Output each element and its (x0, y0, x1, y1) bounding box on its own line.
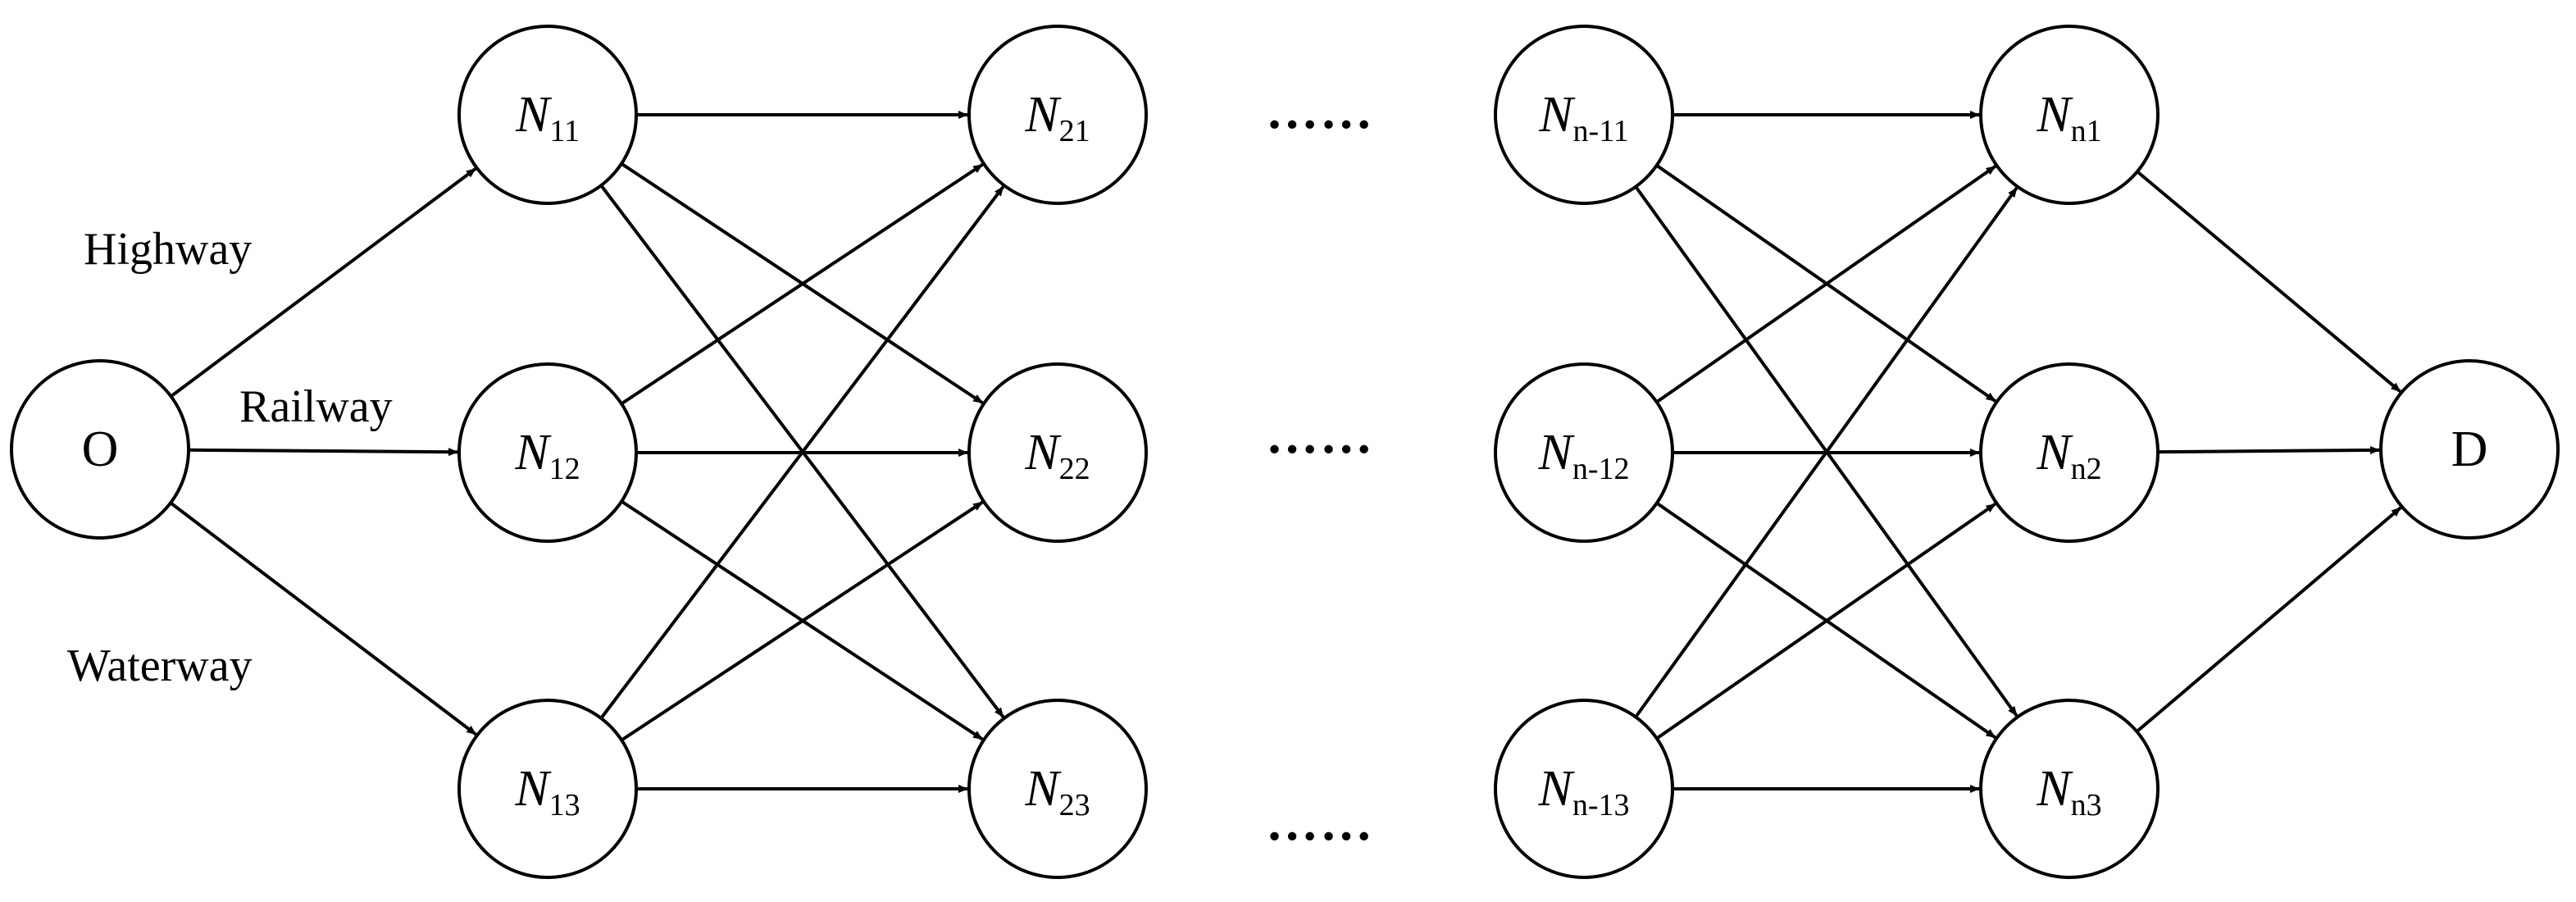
railway-label: Railway (239, 381, 393, 432)
edge-nn-12-to-nn1 (1655, 165, 1996, 403)
edge-nn2-to-d (2157, 445, 2381, 454)
edge-nn1-to-d (2136, 170, 2401, 393)
node-label-subscript: n-12 (1572, 452, 1630, 486)
node-nn-12: Nn-12 (1494, 362, 1674, 543)
nodes-layer: ON11N12N13N21N22N23Nn-11Nn-12Nn-13Nn1Nn2… (10, 25, 2560, 879)
node-circle (1979, 362, 2160, 543)
node-label: N23 (1024, 761, 1090, 822)
node-circle (1494, 699, 1674, 879)
node-label-subscript: n-11 (1573, 114, 1629, 148)
ellipsis-bottom: …… (1266, 793, 1374, 851)
node-label-main: O (82, 421, 119, 477)
node-label-subscript: 12 (549, 452, 580, 486)
edge-n13-to-n22 (621, 500, 984, 742)
node-label: O (82, 421, 119, 477)
node-label: D (2451, 421, 2488, 477)
node-label-subscript: 11 (549, 114, 580, 148)
edge-nn3-to-d (2136, 506, 2402, 733)
node-circle (1494, 362, 1674, 543)
node-label-subscript: 22 (1059, 452, 1090, 486)
node-circle (2379, 359, 2560, 540)
node-nn3: Nn3 (1979, 699, 2160, 879)
node-label-subscript: 21 (1059, 114, 1090, 148)
node-circle (1979, 699, 2160, 879)
node-label-subscript: 23 (1059, 788, 1090, 822)
node-n11: N11 (457, 25, 638, 205)
node-label-main: N (2036, 87, 2073, 143)
node-circle (967, 362, 1148, 543)
node-label: N13 (514, 761, 580, 822)
edge-n13-to-n21 (599, 185, 1005, 720)
node-label-subscript: n2 (2071, 452, 2102, 486)
node-nn-11: Nn-11 (1494, 25, 1674, 205)
node-circle (1494, 25, 1674, 205)
node-label-main: N (515, 87, 553, 143)
node-label: Nn-12 (1537, 425, 1629, 486)
node-label: N11 (515, 87, 580, 148)
ellipsis-top: …… (1266, 81, 1374, 139)
node-label: N21 (1024, 87, 1090, 148)
node-label: N22 (1024, 425, 1090, 486)
node-n13: N13 (457, 699, 638, 879)
node-label-main: N (1537, 761, 1575, 817)
node-circle (457, 362, 638, 543)
node-label-main: N (1024, 425, 1062, 481)
edge-o-to-n12 (188, 448, 459, 457)
node-label-main: N (2036, 425, 2073, 481)
waterway-label: Waterway (67, 640, 253, 691)
node-label-main: N (2036, 761, 2073, 817)
node-n23: N23 (967, 699, 1148, 879)
ellipsis-middle: …… (1266, 406, 1374, 464)
node-o: O (10, 359, 190, 540)
node-n22: N22 (967, 362, 1148, 543)
node-nn-13: Nn-13 (1494, 699, 1674, 879)
node-label-main: N (1537, 425, 1575, 481)
edge-n12-to-n21 (620, 163, 984, 406)
node-circle (967, 699, 1148, 879)
node-label-main: N (1024, 761, 1062, 817)
node-label: Nn3 (2036, 761, 2101, 822)
node-label: Nn-13 (1537, 761, 1629, 822)
edge-nn-13-to-nn2 (1655, 502, 1996, 740)
node-label-subscript: n-13 (1572, 788, 1630, 822)
node-circle (457, 25, 638, 205)
node-label: Nn-11 (1538, 87, 1629, 148)
node-label: Nn1 (2036, 87, 2101, 148)
node-label: Nn2 (2036, 425, 2101, 486)
highway-label: Highway (84, 224, 252, 275)
node-label-subscript: 13 (549, 788, 580, 822)
node-circle (1979, 25, 2160, 205)
node-d: D (2379, 359, 2560, 540)
node-label-main: D (2451, 421, 2488, 477)
node-label-subscript: n3 (2071, 788, 2102, 822)
node-circle (457, 699, 638, 879)
node-nn2: Nn2 (1979, 362, 2160, 543)
node-circle (10, 359, 190, 540)
node-label: N12 (514, 425, 580, 486)
node-n21: N21 (967, 25, 1148, 205)
node-label-subscript: n1 (2071, 114, 2102, 148)
node-label-main: N (514, 761, 552, 817)
edge-o-to-n11 (170, 167, 477, 398)
edge-nn-13-to-nn1 (1634, 187, 2018, 718)
edge-o-to-n13 (169, 501, 477, 736)
node-label-main: N (1538, 87, 1576, 143)
edges-layer (169, 111, 2402, 793)
node-n12: N12 (457, 362, 638, 543)
node-label-main: N (1024, 87, 1062, 143)
node-circle (967, 25, 1148, 205)
node-label-main: N (514, 425, 552, 481)
node-nn1: Nn1 (1979, 25, 2160, 205)
